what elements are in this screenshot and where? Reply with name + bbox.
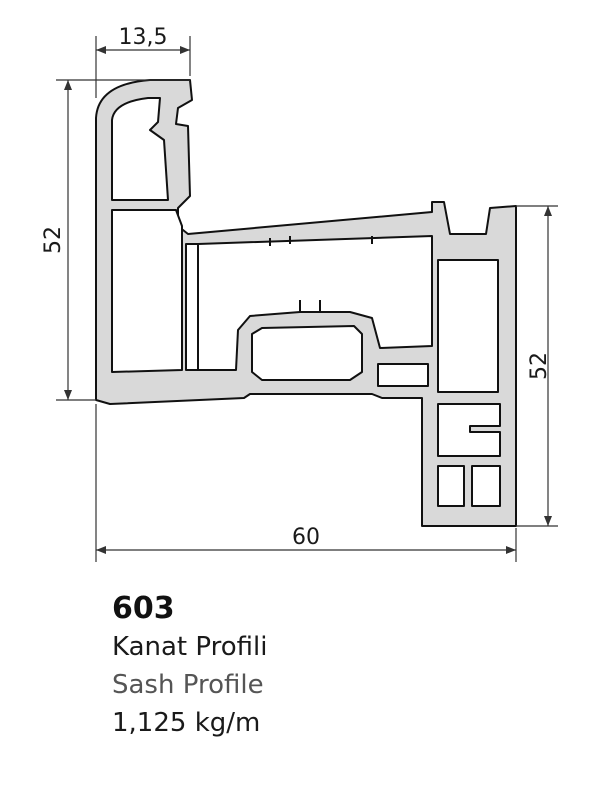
dim-top-width: 13,5 [119, 25, 168, 50]
profile-caption: 603 Kanat Profili Sash Profile 1,125 kg/… [112, 590, 572, 742]
chamber-right-tall [437, 259, 499, 393]
dim-right-height: 52 [527, 352, 552, 380]
chamber-step-1 [437, 403, 501, 457]
groove-center [251, 325, 363, 381]
profile-name-en: Sash Profile [112, 670, 264, 700]
chamber-small-mid [377, 363, 429, 387]
ribs [269, 236, 373, 312]
profile-section [95, 79, 517, 527]
dim-overall-width: 60 [292, 525, 320, 550]
chamber-step-2 [437, 465, 465, 507]
profile-weight: 1,125 kg/m [112, 708, 261, 738]
chamber-step-3 [471, 465, 501, 507]
chamber-left-narrow [185, 243, 199, 371]
chamber-top-left [111, 97, 169, 201]
profile-name-tr: Kanat Profili [112, 632, 268, 662]
dim-left-height: 52 [41, 226, 66, 254]
chamber-center [197, 235, 433, 371]
sash-profile-drawing: 13,5 52 52 60 [41, 25, 558, 562]
dimension-lines [56, 36, 558, 562]
chamber-left-lower [111, 209, 183, 373]
chambers [111, 97, 501, 507]
profile-code: 603 [112, 591, 175, 626]
